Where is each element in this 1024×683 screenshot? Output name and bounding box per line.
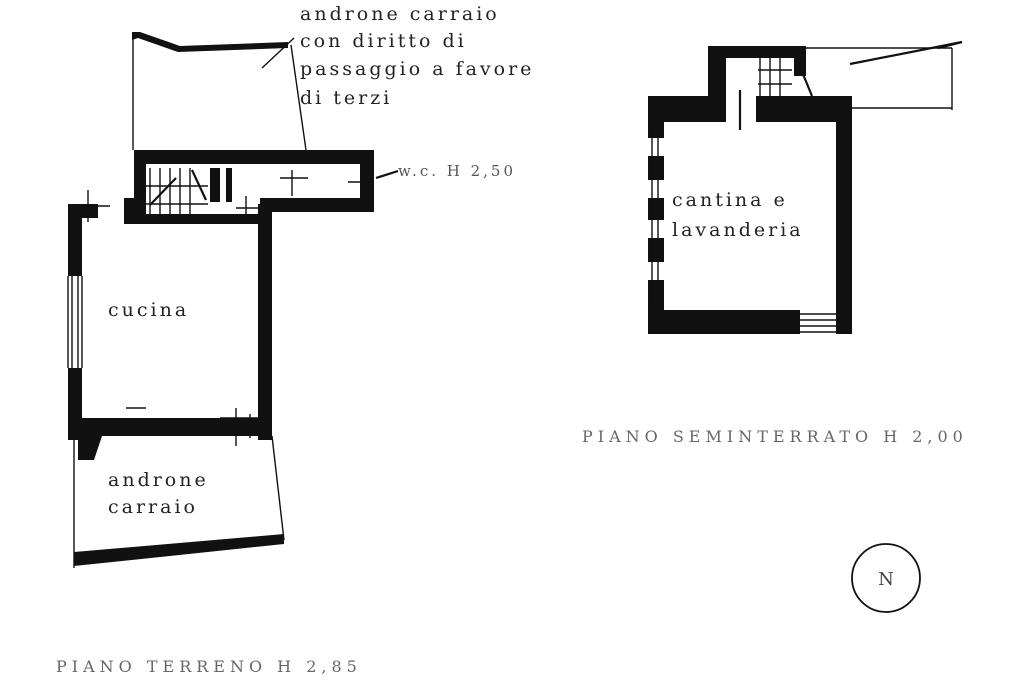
top-passage-outline [132,32,307,151]
top-passage-label-line-2: con diritto di [300,30,467,52]
wc-pointer [375,169,399,180]
basement-plan: cantina e lavanderia PIANO SEMINTERRATO … [582,40,968,446]
north-letter: N [878,569,894,590]
kitchen-label: cucina [108,299,189,321]
bottom-passage-label-line-2: carraio [108,496,198,518]
bottom-passage-outline [73,435,285,568]
basement-title: PIANO SEMINTERRATO H 2,00 [582,427,968,446]
north-indicator: N [851,543,921,613]
top-passage-label-line-1: androne carraio [300,3,500,25]
top-passage-label-line-4: di terzi [300,87,392,109]
light-well-outline [806,40,963,110]
wc-label: w.c. H 2,50 [398,162,516,180]
ground-floor-plan: androne carraio con diritto di passaggio… [56,3,534,676]
basement-room-label-line-1: cantina e [672,189,788,211]
basement-room-label-line-2: lavanderia [672,219,804,241]
wc-block [124,150,374,224]
kitchen-walls [66,190,272,446]
top-passage-label-line-3: passaggio a favore [300,58,534,80]
basement-walls [646,46,852,336]
bottom-passage-label-line-1: androne [108,469,209,491]
north-circle [851,543,921,613]
ground-floor-title: PIANO TERRENO H 2,85 [56,657,362,676]
